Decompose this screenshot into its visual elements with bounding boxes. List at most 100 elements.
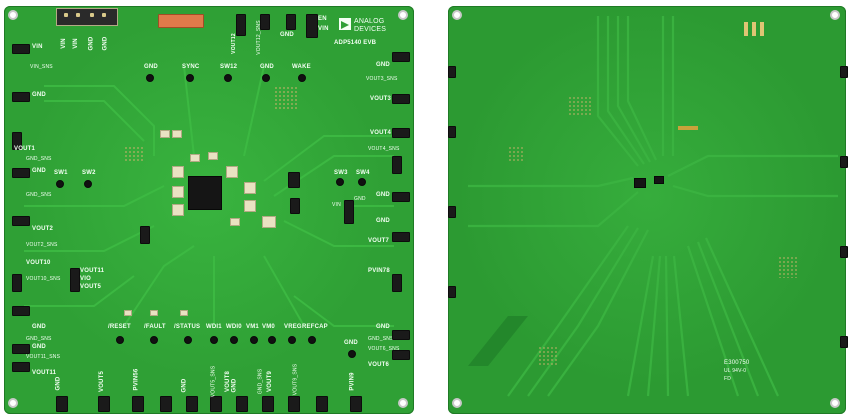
- header-right-8[interactable]: [392, 330, 410, 340]
- header-left-6[interactable]: [12, 274, 22, 292]
- header-bottom-3[interactable]: [132, 396, 144, 412]
- label-left-vin-sns: VIN_SNS: [30, 64, 53, 70]
- mounting-hole-br: [398, 398, 408, 408]
- header-vout12-sns[interactable]: [260, 14, 270, 30]
- header-left-3[interactable]: [12, 132, 22, 150]
- label-right-vout4: VOUT4: [370, 130, 392, 136]
- jumper-select[interactable]: [344, 200, 354, 224]
- header-left-5[interactable]: [12, 216, 30, 226]
- label-left-vin: VIN: [32, 44, 43, 50]
- label-bottom-vout9: VOUT9: [267, 370, 274, 393]
- eval-board-name: ADP5140 EVB: [334, 40, 377, 46]
- testpoint-refcap[interactable]: [308, 336, 316, 344]
- label-bottom-vout8: VOUT8: [225, 370, 232, 393]
- label-sw12: SW12: [220, 64, 238, 70]
- testpoint-gnd-bottom[interactable]: [348, 350, 356, 358]
- header-bottom-9[interactable]: [288, 396, 300, 412]
- header-left-2[interactable]: [12, 92, 30, 102]
- testpoint-sw1[interactable]: [56, 180, 64, 188]
- header-right-3[interactable]: [392, 128, 410, 138]
- testpoint-vm0[interactable]: [268, 336, 276, 344]
- label-refcap: REFCAP: [302, 324, 328, 330]
- header-right-4[interactable]: [392, 156, 402, 174]
- label-wdi0: WDI0: [226, 324, 242, 330]
- testpoint-reset[interactable]: [116, 336, 124, 344]
- header-right-2[interactable]: [392, 94, 410, 104]
- label-select-gnd: GND: [354, 196, 366, 202]
- header-en[interactable]: [306, 14, 318, 38]
- testpoint-wdi0[interactable]: [230, 336, 238, 344]
- testpoint-vreg[interactable]: [288, 336, 296, 344]
- header-bottom-4[interactable]: [160, 396, 172, 412]
- header-right-5[interactable]: [392, 192, 410, 202]
- inductor: [226, 166, 238, 178]
- testpoint-vm1[interactable]: [250, 336, 258, 344]
- label-wdi1: WDI1: [206, 324, 222, 330]
- jumper-center-right-2[interactable]: [290, 198, 300, 214]
- header-left-8[interactable]: [12, 344, 30, 354]
- label-status: /STATUS: [174, 324, 201, 330]
- header-bottom-10[interactable]: [316, 396, 328, 412]
- header-left-7[interactable]: [12, 306, 30, 316]
- testpoint-fault[interactable]: [150, 336, 158, 344]
- label-vin-1: VIN: [60, 38, 67, 49]
- header-bottom-1[interactable]: [56, 396, 68, 412]
- header-right-1[interactable]: [392, 52, 410, 62]
- header-left-4[interactable]: [12, 168, 30, 178]
- label-vin-sel: VIN: [318, 26, 329, 32]
- header-gnd-top[interactable]: [286, 14, 296, 30]
- testpoint-sw2[interactable]: [84, 180, 92, 188]
- header-bottom-7[interactable]: [236, 396, 248, 412]
- edge-pin-left: [448, 126, 456, 138]
- terminal-pin: [76, 13, 80, 17]
- jumper-center-right[interactable]: [288, 172, 300, 188]
- label-jmp-vio: VIO: [80, 276, 91, 282]
- label-right-gnd-4: GND: [376, 324, 390, 330]
- testpoint-sw3[interactable]: [336, 178, 344, 186]
- pcb-bottom-side: E300750 UL 94V-0 FD: [448, 6, 848, 414]
- header-right-7[interactable]: [392, 274, 402, 292]
- testpoint-wake[interactable]: [298, 74, 306, 82]
- label-left-vout11: VOUT11: [32, 370, 57, 376]
- label-left-gnd-sns-2: GND_SNS: [26, 192, 52, 198]
- label-left-vout2-sns: VOUT2_SNS: [26, 242, 58, 248]
- label-gnd-r1: GND: [144, 64, 158, 70]
- label-wake: WAKE: [292, 64, 311, 70]
- header-bottom-5[interactable]: [186, 396, 198, 412]
- via-field: [568, 96, 592, 116]
- header-bottom-2[interactable]: [98, 396, 110, 412]
- header-left-1[interactable]: [12, 44, 30, 54]
- edge-pin-right: [840, 336, 848, 348]
- testpoint-gnd-1[interactable]: [146, 74, 154, 82]
- header-bottom-6[interactable]: [210, 396, 222, 412]
- testpoint-status[interactable]: [184, 336, 192, 344]
- testpoint-sync[interactable]: [186, 74, 194, 82]
- header-left-9[interactable]: [12, 362, 30, 372]
- testpoint-sw4[interactable]: [358, 178, 366, 186]
- header-right-9[interactable]: [392, 350, 410, 360]
- inductor: [244, 182, 256, 194]
- label-vm1: VM1: [246, 324, 259, 330]
- jumper-center-left[interactable]: [140, 226, 150, 244]
- mounting-hole-bl: [8, 398, 18, 408]
- header-vout12[interactable]: [236, 14, 246, 36]
- gold-pad-array: [744, 22, 768, 36]
- screw-terminal-vin[interactable]: [56, 8, 118, 26]
- logo-triangle-icon: [341, 21, 349, 29]
- terminal-pin: [90, 13, 94, 17]
- testpoint-wdi1[interactable]: [210, 336, 218, 344]
- header-right-6[interactable]: [392, 232, 410, 242]
- jumper-vout-select[interactable]: [70, 268, 80, 292]
- via-field: [778, 256, 798, 278]
- testpoint-sw12[interactable]: [224, 74, 232, 82]
- header-bottom-11[interactable]: [350, 396, 362, 412]
- orange-connector[interactable]: [158, 14, 204, 28]
- capacitor: [160, 130, 170, 138]
- header-bottom-8[interactable]: [262, 396, 274, 412]
- label-select-vin: VIN: [332, 202, 341, 208]
- mounting-hole-tr: [398, 10, 408, 20]
- label-left-vout11-sns: VOUT11_SNS: [26, 354, 61, 360]
- label-right-gnd-sns: GND_SNS: [368, 336, 394, 342]
- label-left-gnd-sns: GND_SNS: [26, 156, 52, 162]
- testpoint-gnd-2[interactable]: [262, 74, 270, 82]
